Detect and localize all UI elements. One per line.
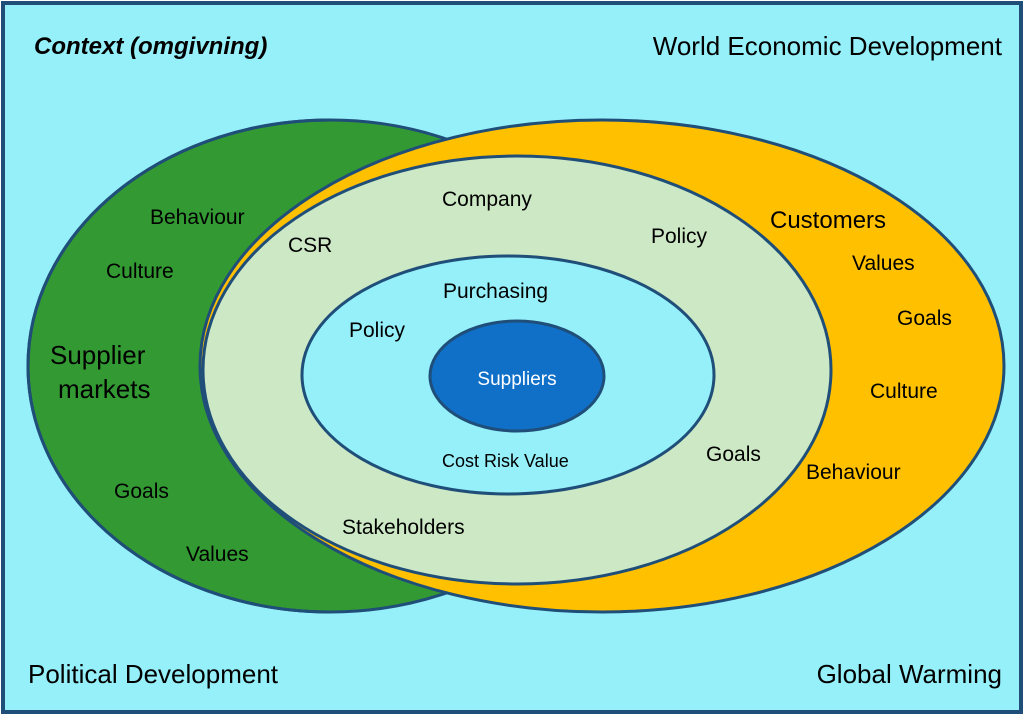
- supplier-behaviour-label: Behaviour: [150, 206, 245, 229]
- world-economic-development-label: World Economic Development: [653, 31, 1003, 61]
- company-goals-label: Goals: [706, 443, 761, 466]
- supplier-markets-title-line1: Supplier: [50, 340, 146, 370]
- customers-title: Customers: [770, 207, 886, 234]
- customers-behaviour-label: Behaviour: [806, 461, 901, 484]
- supplier-markets-title-line2: markets: [58, 374, 150, 404]
- purchasing-title: Purchasing: [443, 280, 548, 303]
- context-title: Context (omgivning): [34, 33, 267, 60]
- purchasing-policy-label: Policy: [349, 319, 406, 342]
- supplier-goals-label: Goals: [114, 480, 169, 503]
- supplier-markets-outline: [26, 118, 331, 614]
- company-csr-label: CSR: [288, 234, 332, 257]
- company-title: Company: [442, 188, 532, 211]
- supplier-values-label: Values: [186, 543, 249, 566]
- global-warming-label: Global Warming: [817, 659, 1002, 689]
- supplier-culture-label: Culture: [106, 260, 174, 283]
- customers-culture-label: Culture: [870, 380, 938, 403]
- company-policy-label: Policy: [651, 225, 708, 248]
- customers-values-label: Values: [852, 252, 915, 275]
- customers-goals-label: Goals: [897, 307, 952, 330]
- suppliers-ellipse: [428, 319, 606, 433]
- company-stakeholders-label: Stakeholders: [342, 516, 465, 539]
- purchasing-cost-risk-value-label: Cost Risk Value: [442, 451, 569, 471]
- suppliers-label: Suppliers: [477, 369, 556, 390]
- political-development-label: Political Development: [28, 659, 279, 689]
